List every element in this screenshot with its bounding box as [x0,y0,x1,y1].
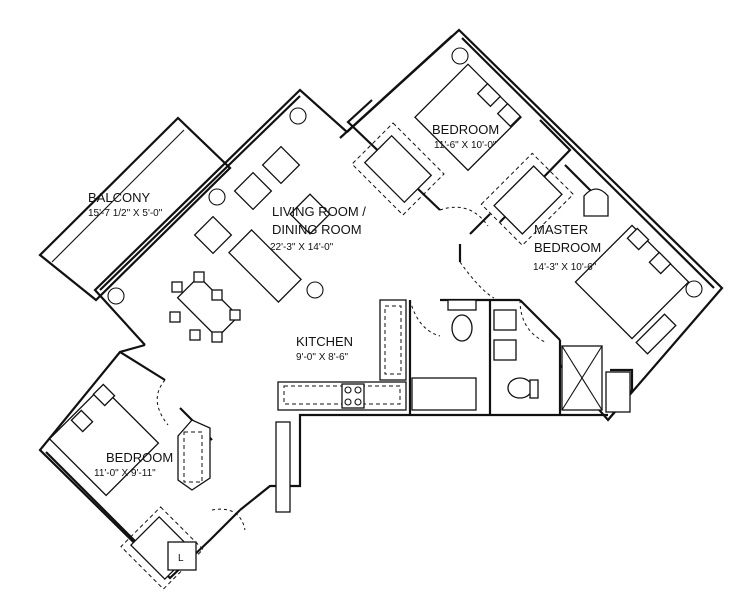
bathroom-fixtures [411,299,631,413]
bedroom-top-name: BEDROOM [432,122,499,137]
kitchen-fixtures [275,299,407,513]
living-name-line1: LIVING ROOM / [272,204,366,219]
bedroom-bottom-dims: 11'-0" X 9'-11" [94,468,156,479]
balcony-dims: 15'-7 1/2" X 5'-0" [88,208,163,219]
bedroom-top-dims: 11'-6" X 10'-0" [434,140,497,151]
room-labels: BALCONY 15'-7 1/2" X 5'-0" LIVING ROOM /… [88,122,601,564]
living-furniture [169,145,331,343]
living-dims: 22'-3" X 14'-0" [270,242,334,253]
master-bedroom-furniture [480,152,690,355]
laundry-label: L [178,553,184,564]
bedroom-bottom-furniture [48,383,211,590]
master-name-line2: BEDROOM [534,240,601,255]
master-dims: 14'-3" X 10'-6" [533,262,597,273]
master-name-line1: MASTER [534,222,588,237]
bedroom-bottom-name: BEDROOM [106,450,173,465]
kitchen-name: KITCHEN [296,334,353,349]
bedroom-top-furniture [351,63,522,216]
columns [107,47,703,305]
kitchen-dims: 9'-0" X 8'-6" [296,352,349,363]
living-name-line2: DINING ROOM [272,222,362,237]
balcony [38,116,232,302]
balcony-name: BALCONY [88,190,150,205]
doors [156,206,546,531]
